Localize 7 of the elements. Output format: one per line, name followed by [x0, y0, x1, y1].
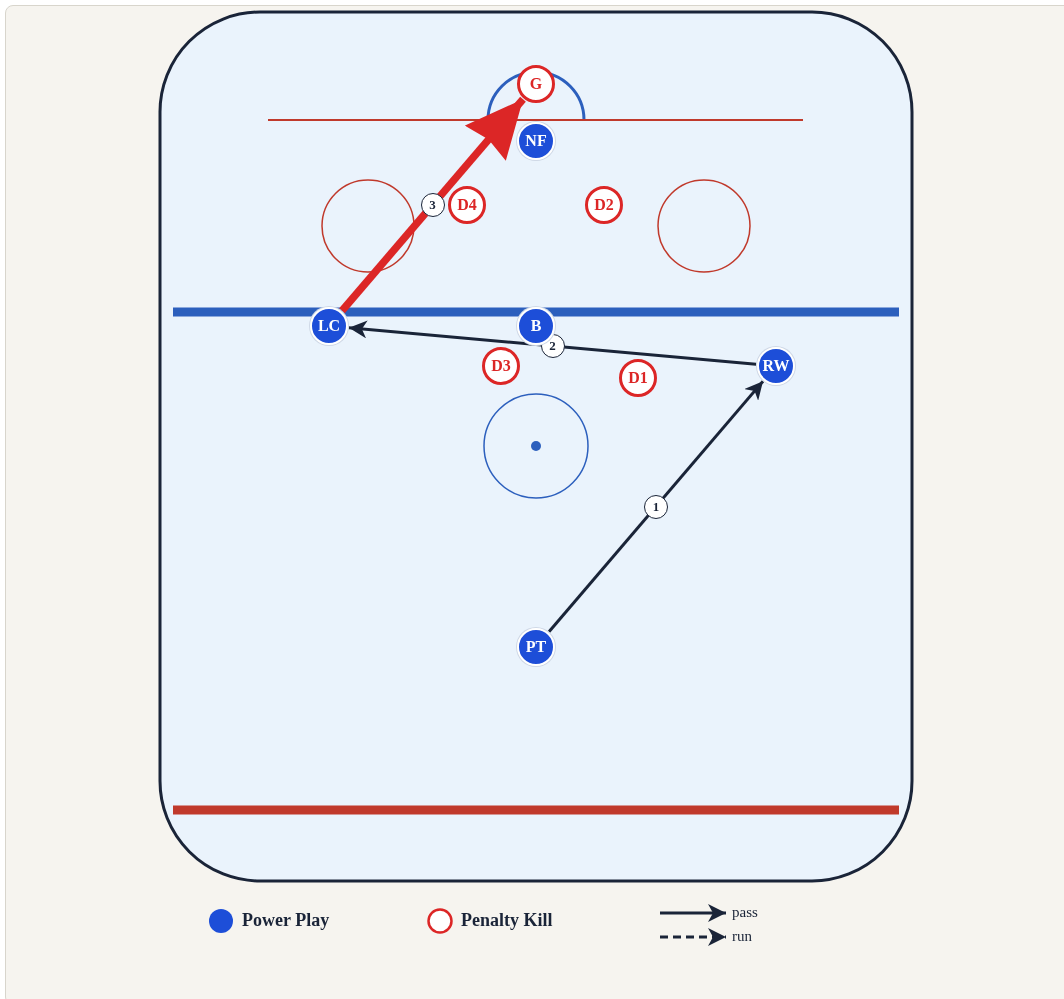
legend-label: pass: [732, 904, 758, 921]
arrow: [339, 96, 526, 314]
legend-label: run: [732, 928, 752, 945]
arrow: [547, 380, 765, 633]
legend-label: Power Play: [242, 910, 330, 931]
legend-label: Penalty Kill: [461, 910, 553, 931]
arrow: [348, 320, 757, 366]
